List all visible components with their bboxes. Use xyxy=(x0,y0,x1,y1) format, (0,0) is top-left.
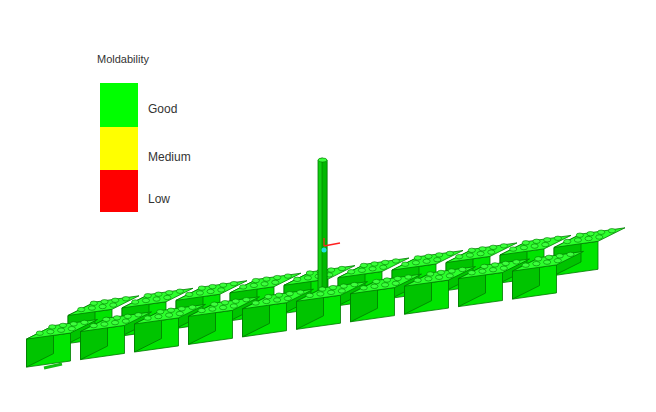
brick xyxy=(81,312,152,360)
legend-heading: Moldability xyxy=(97,53,149,65)
brick-row-front xyxy=(27,251,584,367)
brick xyxy=(351,274,422,322)
legend-swatch xyxy=(100,170,138,212)
brick xyxy=(405,267,476,315)
runner-stub xyxy=(44,364,62,368)
legend-swatch xyxy=(100,83,138,127)
brick xyxy=(189,297,260,345)
brick xyxy=(459,259,530,307)
brick xyxy=(135,304,206,352)
brick xyxy=(27,320,98,368)
axis-triad xyxy=(322,238,341,253)
legend-label: Good xyxy=(148,102,177,116)
legend-swatch xyxy=(100,127,138,170)
sprue xyxy=(318,158,327,314)
brick xyxy=(243,289,314,337)
brick xyxy=(297,282,368,330)
brick xyxy=(513,251,584,299)
legend-label: Low xyxy=(148,192,170,206)
legend-label: Medium xyxy=(148,150,191,164)
brick xyxy=(554,228,625,276)
